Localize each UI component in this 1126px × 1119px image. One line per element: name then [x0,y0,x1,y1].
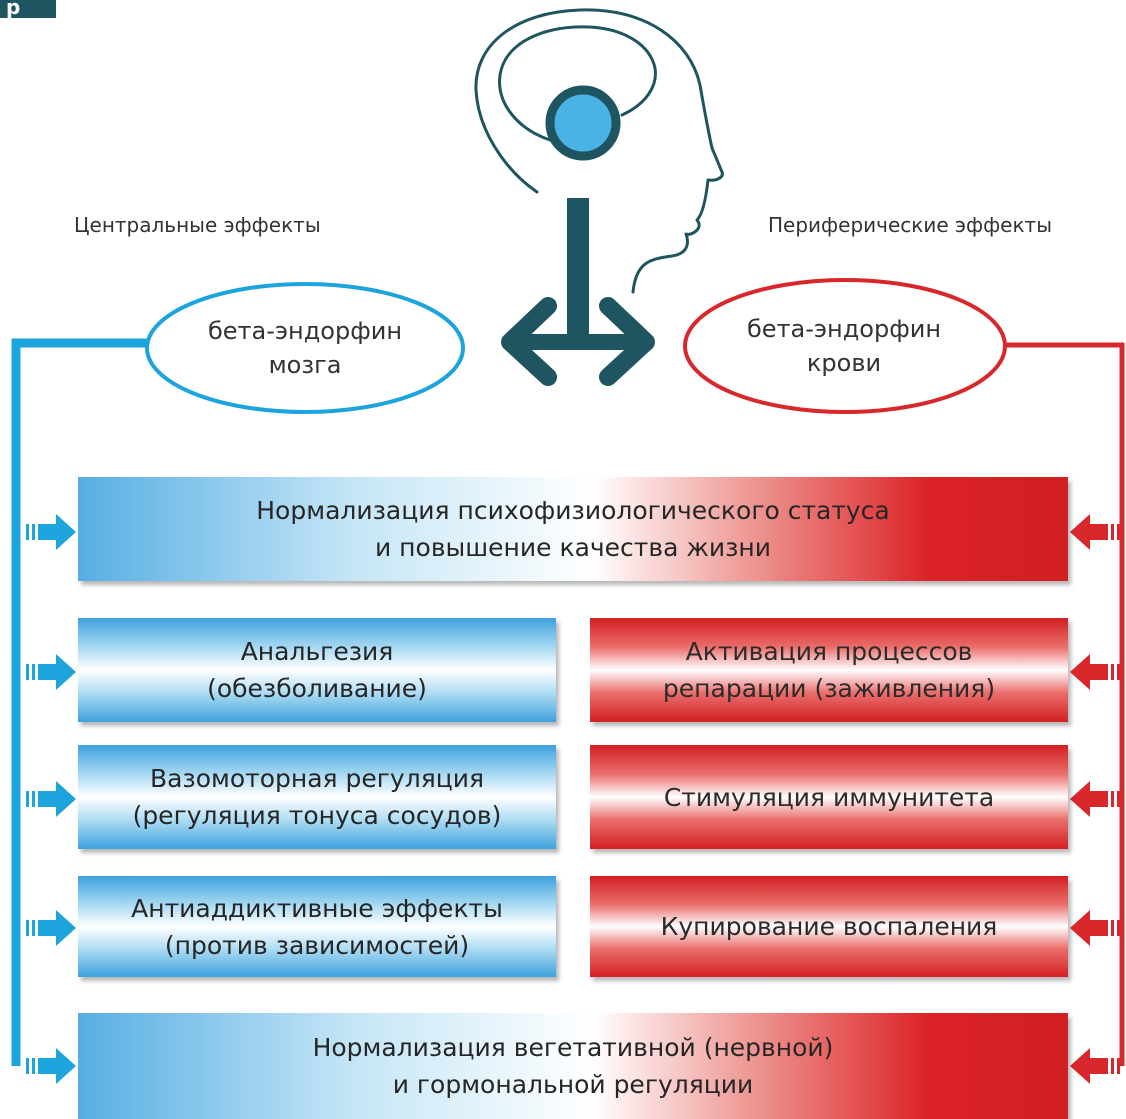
arrow-left-icon [1070,781,1120,817]
effect-box-line: и повышение качества жизни [374,533,772,562]
oval-brain: бета-эндорфин мозга [147,283,463,413]
oval-blood-line2: крови [806,349,882,377]
split-arrow-icon [501,198,655,386]
arrow-right-icon [26,781,76,817]
oval-brain-line2: мозга [268,351,342,379]
head-profile-icon [474,8,724,294]
effect-box-line: Вазомоторная регуляция [149,764,485,793]
arrow-left-icon [1070,910,1120,946]
peripheral-arrows [1070,514,1120,1084]
effect-box-antiaddictive: Антиаддиктивные эффекты (против зависимо… [78,876,556,977]
effect-box-line: Купирование воспаления [660,912,998,941]
peripheral-connector [1004,342,1125,1066]
arrow-left-icon [1070,514,1120,550]
effect-box-analgesia: Анальгезия (обезболивание) [78,618,556,722]
arrow-left-icon [1070,654,1120,690]
arrow-right-icon [26,654,76,690]
arrow-right-icon [26,514,76,550]
peripheral-effects-label: Периферические эффекты [768,213,1052,237]
effect-box-reparation: Активация процессов репарации (заживлени… [590,618,1068,722]
effect-box-psychophysiological: Нормализация психофизиологического стату… [78,477,1068,581]
effect-box-line: (обезболивание) [207,674,427,703]
effect-box-immunity: Стимуляция иммунитета [590,745,1068,849]
oval-brain-line1: бета-эндорфин [207,317,403,345]
central-connector [11,338,147,1066]
arrow-left-icon [1070,1048,1120,1084]
effect-box-line: Стимуляция иммунитета [663,782,995,812]
effect-box-line: репарации (заживления) [662,674,996,703]
oval-blood-line1: бета-эндорфин [746,315,942,343]
effect-box-line: Нормализация психофизиологического стату… [256,496,890,525]
effect-box-line: Активация процессов [685,637,973,666]
arrow-right-icon [26,910,76,946]
oval-brain-outline [145,282,465,414]
effect-box-line: Анальгезия [240,637,394,666]
central-arrows [26,514,76,1084]
effect-box-line: Антиаддиктивные эффекты [131,893,503,923]
brain-icon [545,85,621,161]
corner-label: p [0,0,56,18]
central-effects-label: Центральные эффекты [74,213,321,237]
effect-box-vasomotor: Вазомоторная регуляция (регуляция тонуса… [78,745,556,849]
effect-box-inflammation: Купирование воспаления [590,876,1068,977]
effect-box-line: и гормональной регуляции [392,1070,754,1099]
effect-box-line: (против зависимостей) [164,930,470,960]
effect-box-line: (регуляция тонуса сосудов) [132,801,502,830]
effect-box-vegetative: Нормализация вегетативной (нервной) и го… [78,1013,1068,1119]
arrow-right-icon [26,1048,76,1084]
effect-box-line: Нормализация вегетативной (нервной) [312,1033,834,1062]
oval-blood: бета-эндорфин крови [684,280,1004,412]
